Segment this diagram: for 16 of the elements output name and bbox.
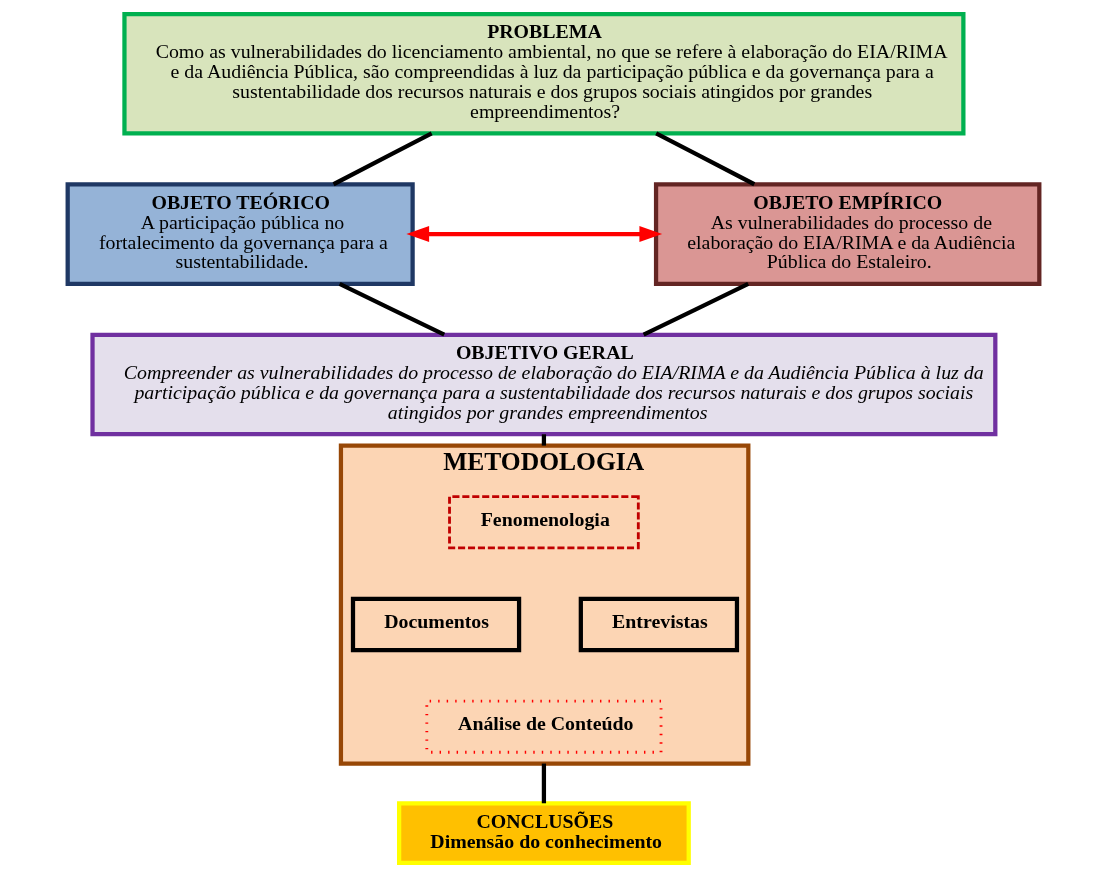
node-box: OBJETO TEÓRICO A participação pública no fortalecimento da governança para a sustentabilidade. (65, 182, 415, 286)
connector (654, 131, 755, 187)
node-box: Documentos (350, 596, 521, 653)
node-box: PROBLEMA Como as vulnerabilidades do licenciamento ambiental, no que se refere à elaboração do EIA/RIMA e da Audiência Pública, são compreendidas à luz da participação pública e da governança para a sustentabilidade dos recursos naturais e dos grupos sociais atingidos por grandes empreendimentos? (121, 11, 965, 136)
node-box: CONCLUSÕES Dimensão do conhecimento (396, 801, 691, 866)
node-box: Fenomenologia (447, 495, 640, 550)
node-box: Análise de Conteúdo (424, 699, 662, 754)
connector (642, 281, 749, 337)
node-box: Entrevistas (578, 596, 739, 653)
connector (541, 763, 546, 804)
node-box: OBJETIVO GERAL Compreender as vulnerabilidades do processo de elaboração do EIA/RIMA e da Audiência Pública à luz da participação pública e da governança para a sustentabilidade dos recursos naturais e dos grupos sociais atingidos por grandes empreendimentos (89, 332, 997, 437)
node-box: OBJETO EMPÍRICO As vulnerabilidades do processo de elaboração do EIA/RIMA e da Audiência Pública do Estaleiro. (653, 182, 1041, 286)
connector (332, 131, 433, 187)
arrow (405, 226, 662, 243)
connector (338, 281, 445, 337)
connector (541, 434, 546, 446)
